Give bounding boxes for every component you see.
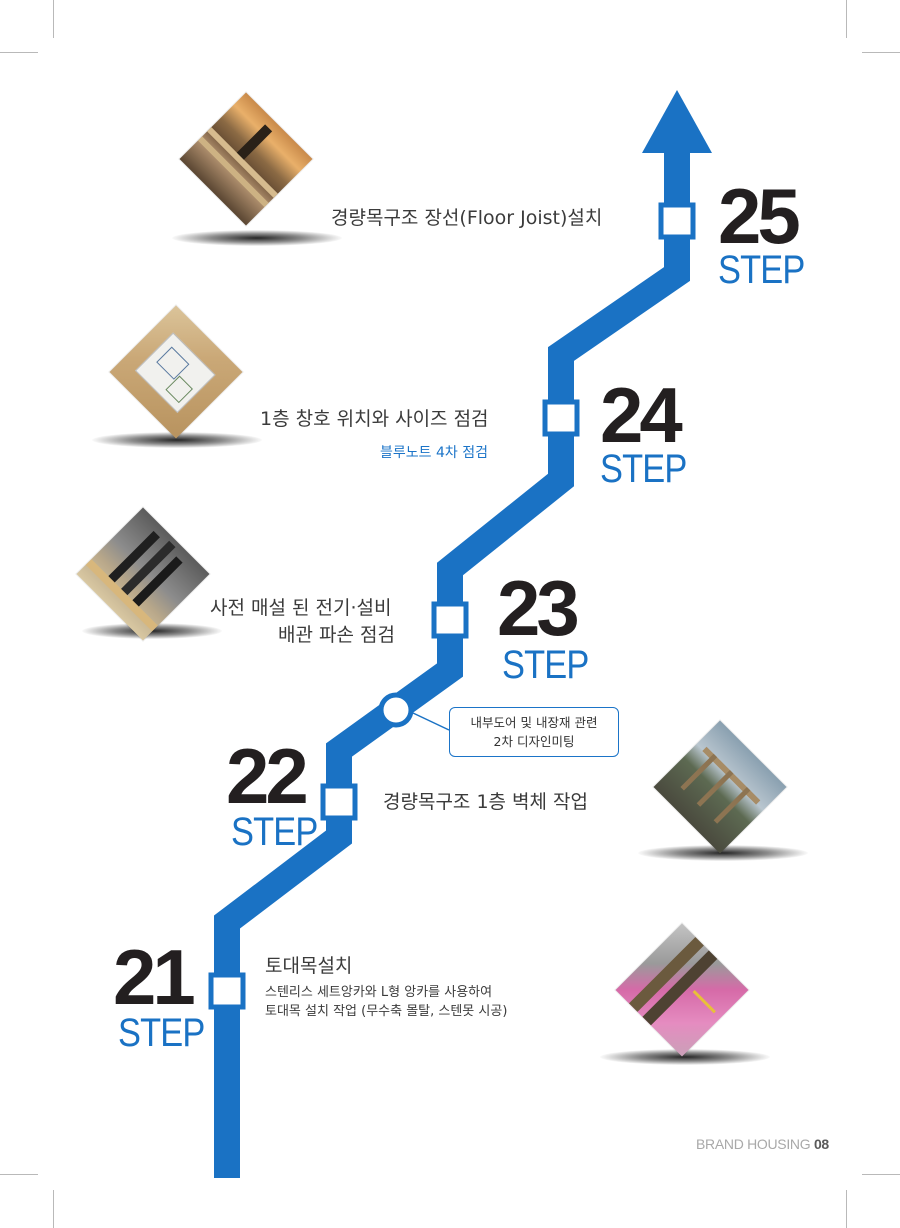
callout-connector — [412, 712, 450, 731]
arrow-head-icon — [642, 90, 712, 153]
step-number: 23 — [497, 564, 580, 652]
step-word: STEP — [600, 447, 687, 491]
step-marker-21 — [208, 972, 246, 1010]
callout-line2: 2차 디자인미팅 — [493, 734, 575, 749]
crop-mark — [862, 1174, 900, 1175]
step-marker-24 — [542, 399, 580, 437]
photo-shadow — [600, 1049, 770, 1065]
step-subtitle: 블루노트 4차 점검 — [380, 445, 488, 461]
step-number: 24 — [600, 371, 683, 459]
step-title: 경량목구조 장선(Floor Joist)설치 — [331, 207, 603, 229]
photo-shadow — [92, 432, 262, 448]
step-word: STEP — [231, 810, 318, 854]
page-number: 08 — [813, 1136, 829, 1152]
step-title-line1: 사전 매설 된 전기·설비 — [210, 597, 392, 619]
milestone-circle — [378, 692, 414, 728]
step-marker-25 — [658, 202, 696, 240]
crop-mark — [862, 52, 900, 53]
brand-name: BRAND HOUSING — [696, 1136, 811, 1152]
step-number: 25 — [718, 172, 801, 260]
crop-mark — [53, 1190, 54, 1228]
design-meeting-callout: 내부도어 및 내장재 관련 2차 디자인미팅 — [449, 707, 619, 757]
crop-mark — [846, 1190, 847, 1228]
callout-line1: 내부도어 및 내장재 관련 — [470, 715, 598, 730]
crop-mark — [0, 1174, 38, 1175]
crop-mark — [53, 0, 54, 38]
photo-shadow — [638, 845, 808, 861]
step-word: STEP — [118, 1011, 205, 1055]
page-footer: BRAND HOUSING 08 — [696, 1136, 829, 1152]
path-line — [214, 145, 690, 1178]
step-title-line2: 배관 파손 점검 — [278, 624, 395, 646]
crop-mark — [0, 52, 38, 53]
step-title: 1층 창호 위치와 사이즈 점검 — [260, 408, 489, 430]
step-word: STEP — [502, 643, 589, 687]
crop-mark — [846, 0, 847, 38]
step-number: 21 — [113, 933, 196, 1021]
step-title: 토대목설치 — [265, 955, 353, 977]
step-description-line1: 스텐리스 세트앙카와 L형 앙카를 사용하여 — [265, 985, 493, 1000]
step-title: 경량목구조 1층 벽체 작업 — [383, 791, 589, 813]
step-word: STEP — [718, 248, 805, 292]
step-description-line2: 토대목 설치 작업 (무수축 몰탈, 스텐못 시공) — [265, 1004, 508, 1019]
step-number: 22 — [226, 732, 309, 820]
step-marker-22 — [320, 783, 358, 821]
step-marker-23 — [431, 601, 469, 639]
photo-shadow — [172, 230, 342, 246]
